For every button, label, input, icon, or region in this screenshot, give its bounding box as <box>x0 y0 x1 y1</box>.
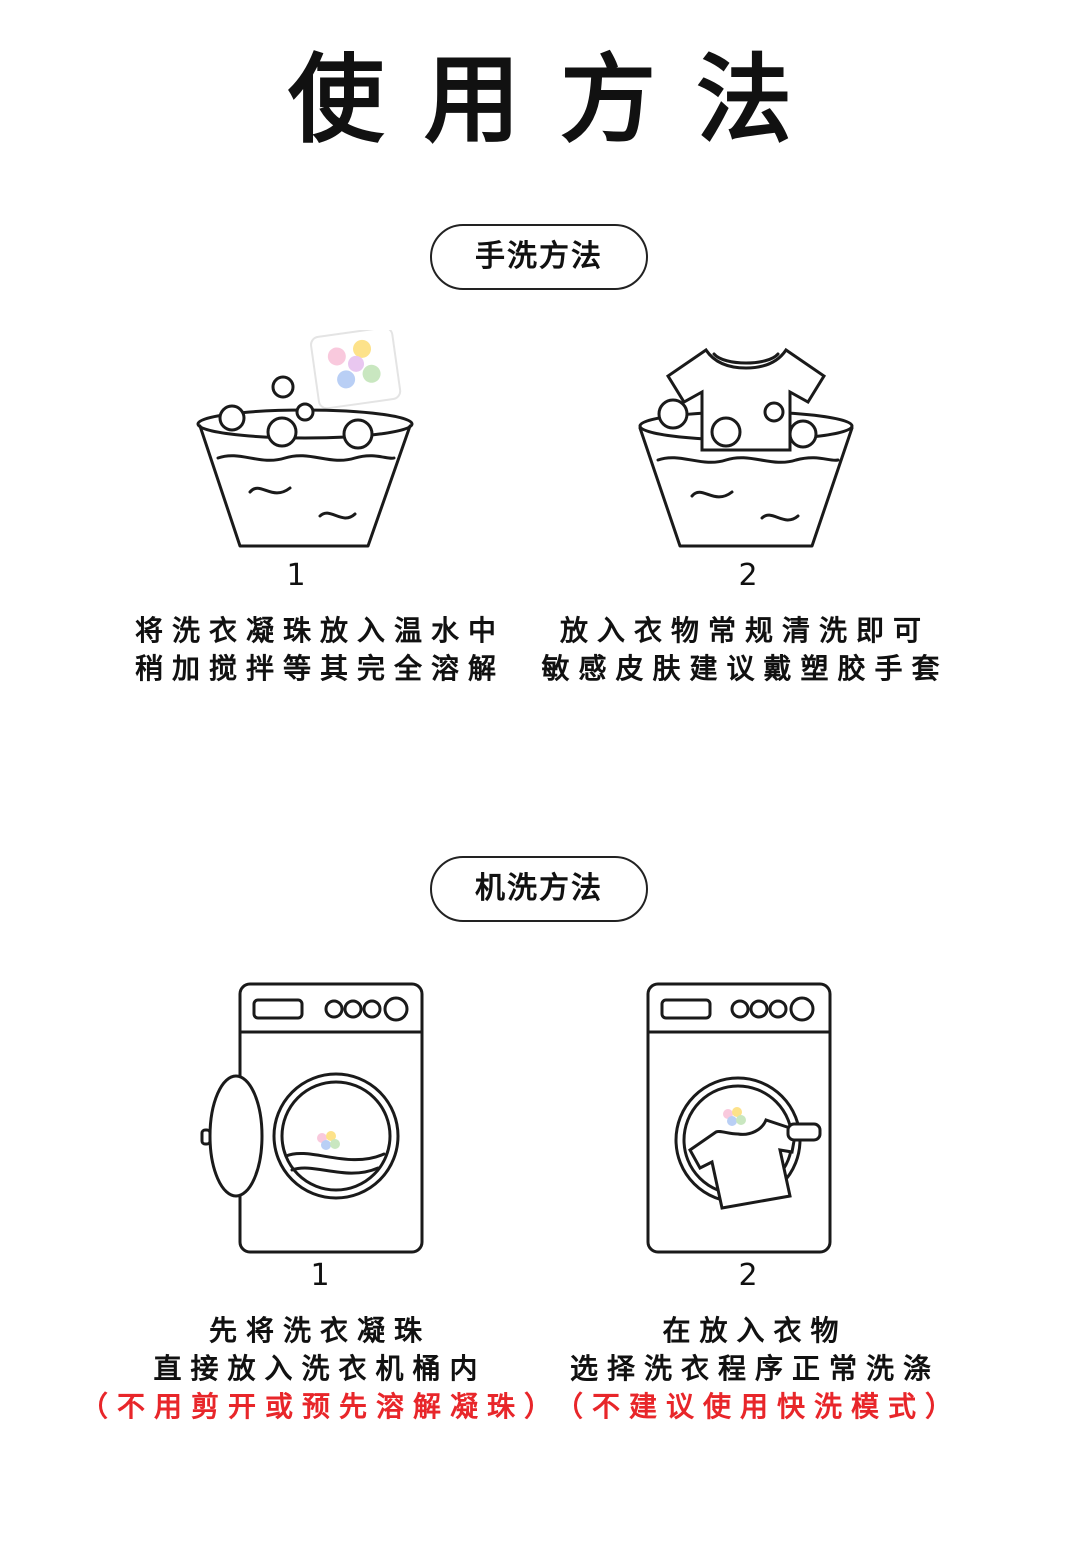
washing-machine-with-shirt-icon <box>646 982 832 1254</box>
hand-step-2-caption: 放入衣物常规清洗即可 敏感皮肤建议戴塑胶手套 <box>530 612 960 688</box>
basin-with-shirt-icon <box>638 347 854 548</box>
machine-step-1-warning: （不用剪开或预先溶解凝珠） <box>80 1390 562 1423</box>
machine-step-2-caption: 在放入衣物 选择洗衣程序正常洗涤 （不建议使用快洗模式） <box>555 1312 955 1426</box>
hand-wash-heading: 手洗方法 <box>430 224 648 290</box>
machine-step-1-line-1: 先将洗衣凝珠 <box>208 1314 431 1347</box>
page-title: 使用方法 <box>288 44 832 156</box>
hand-step-1-line-2: 稍加搅拌等其完全溶解 <box>134 652 505 685</box>
machine-step-2-line-2: 选择洗衣程序正常洗涤 <box>569 1352 940 1385</box>
machine-step-1-caption: 先将洗衣凝珠 直接放入洗衣机桶内 （不用剪开或预先溶解凝珠） <box>80 1312 560 1426</box>
machine-step-1-line-2: 直接放入洗衣机桶内 <box>153 1352 487 1385</box>
hand-step-1-caption: 将洗衣凝珠放入温水中 稍加搅拌等其完全溶解 <box>110 612 530 688</box>
machine-step-2-number: 2 <box>738 1258 758 1293</box>
hand-step-1-line-1: 将洗衣凝珠放入温水中 <box>134 614 505 647</box>
hand-step-2-line-1: 放入衣物常规清洗即可 <box>559 614 930 647</box>
machine-step-2-line-1: 在放入衣物 <box>662 1314 848 1347</box>
washing-machine-open-door-icon <box>200 982 424 1254</box>
machine-wash-heading: 机洗方法 <box>430 856 648 922</box>
hand-step-2-number: 2 <box>738 558 758 593</box>
hand-step-1-number: 1 <box>286 558 306 593</box>
basin-with-bubbles-icon <box>196 330 414 548</box>
hand-step-2-line-2: 敏感皮肤建议戴塑胶手套 <box>541 652 949 685</box>
machine-step-1-number: 1 <box>310 1258 330 1293</box>
machine-step-2-warning: （不建议使用快洗模式） <box>555 1390 963 1423</box>
